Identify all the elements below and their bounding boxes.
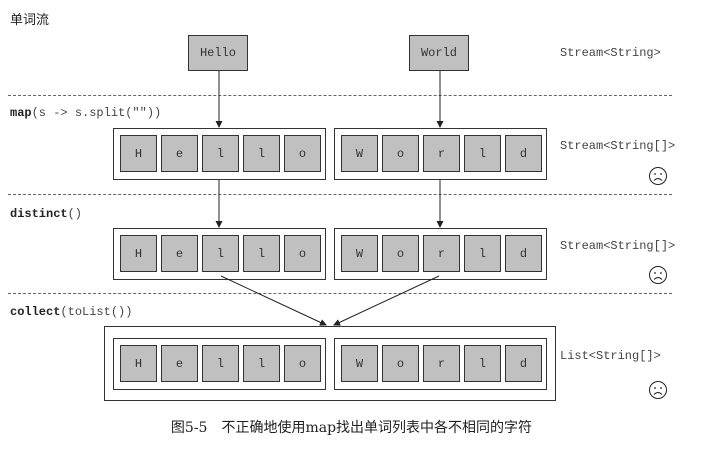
char-cell: d	[505, 345, 542, 382]
type-label-stage-3: List<String[]>	[560, 349, 661, 363]
char-cell: e	[161, 135, 198, 172]
char-cell: l	[464, 345, 501, 382]
char-cell: o	[382, 135, 419, 172]
char-cell: H	[120, 135, 157, 172]
diagram-title: 单词流	[10, 13, 50, 28]
char-cell: r	[423, 135, 460, 172]
char-cell: l	[202, 235, 239, 272]
op-args: (toList())	[60, 305, 133, 319]
char-cell: l	[202, 135, 239, 172]
char-cell: l	[464, 235, 501, 272]
char-cell: l	[202, 345, 239, 382]
char-cell: o	[382, 345, 419, 382]
op-name: distinct	[10, 207, 68, 221]
arrow-distinct-to-collect-hello	[220, 275, 327, 326]
char-cell: e	[161, 345, 198, 382]
stage-separator	[8, 194, 672, 195]
op-args: (s -> s.split(""))	[31, 106, 162, 120]
stage-separator	[8, 293, 672, 294]
op-label-distinct: distinct()	[10, 207, 82, 221]
char-cell: W	[341, 135, 378, 172]
word-box-world: World	[409, 35, 469, 71]
char-cell: o	[284, 235, 321, 272]
char-cell: e	[161, 235, 198, 272]
frowning-face-icon	[649, 381, 667, 399]
type-label-stage-1: Stream<String[]>	[560, 139, 676, 153]
char-cell: W	[341, 345, 378, 382]
arrow-distinct-to-collect-world	[333, 275, 440, 326]
type-label-stream-string: Stream<String>	[560, 46, 661, 60]
char-cell: l	[464, 135, 501, 172]
frowning-face-icon	[649, 266, 667, 284]
frowning-face-icon	[649, 167, 667, 185]
char-cell: l	[243, 345, 280, 382]
word-box-hello: Hello	[188, 35, 248, 71]
type-label-stage-2: Stream<String[]>	[560, 239, 676, 253]
char-cell: r	[423, 345, 460, 382]
op-name: map	[10, 106, 32, 120]
char-cell: d	[505, 135, 542, 172]
char-cell: W	[341, 235, 378, 272]
op-name: collect	[10, 305, 61, 319]
char-cell: l	[243, 135, 280, 172]
stage-separator	[8, 95, 672, 96]
char-cell: d	[505, 235, 542, 272]
char-cell: r	[423, 235, 460, 272]
char-cell: l	[243, 235, 280, 272]
char-cell: o	[284, 345, 321, 382]
char-cell: o	[382, 235, 419, 272]
op-label-collect: collect(toList())	[10, 305, 132, 319]
char-cell: H	[120, 345, 157, 382]
char-cell: H	[120, 235, 157, 272]
figure-caption: 图5-5 不正确地使用map找出单词列表中各不相同的字符	[170, 420, 533, 436]
char-cell: o	[284, 135, 321, 172]
op-args: ()	[67, 207, 83, 221]
op-label-map: map(s -> s.split(""))	[10, 106, 161, 120]
